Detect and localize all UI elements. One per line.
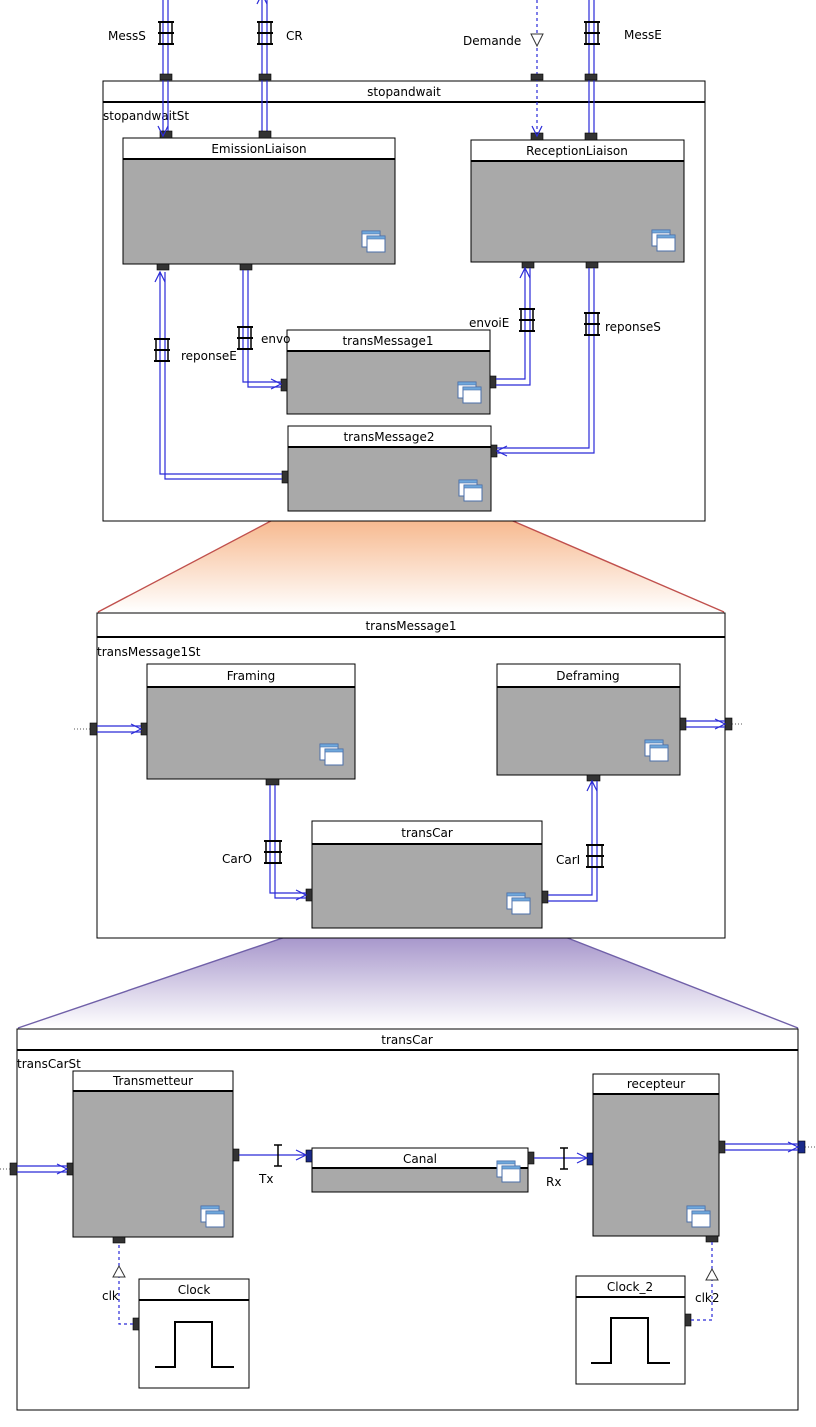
block-deframing[interactable]: Deframing bbox=[496, 663, 687, 782]
block-transmetteur[interactable]: Transmetteur bbox=[66, 1070, 240, 1244]
channel-label-cr: CR bbox=[286, 29, 303, 43]
channel-label-clk2: clk2 bbox=[695, 1291, 720, 1305]
clock-waveform-icon bbox=[591, 1317, 670, 1364]
transmessage1-structure-label: transMessage1St bbox=[97, 645, 201, 659]
channel-label-clk: clk bbox=[102, 1289, 119, 1303]
block-framing[interactable]: Framing bbox=[140, 663, 356, 786]
block-transcar[interactable]: transCar bbox=[305, 820, 549, 929]
block-title-transmessage2: transMessage2 bbox=[343, 430, 434, 444]
channel-label-caro: CarO bbox=[222, 852, 252, 866]
channel-label-envoi: envo bbox=[261, 332, 290, 346]
block-title-emissionliaison: EmissionLiaison bbox=[211, 142, 306, 156]
block-clock-2[interactable]: Clock_2 bbox=[575, 1275, 692, 1385]
channel-label-messs: MessS bbox=[108, 29, 146, 43]
zoom-connector-transmessage1 bbox=[97, 511, 725, 613]
stopandwait-structure-label: stopandwaitSt bbox=[103, 109, 189, 123]
channel-label-demande: Demande bbox=[463, 34, 521, 48]
channel-label-rx: Rx bbox=[546, 1175, 561, 1189]
block-title-framing: Framing bbox=[227, 669, 276, 683]
external-channels: MessS CR Demande MessE bbox=[108, 0, 662, 136]
channel-label-messe: MessE bbox=[624, 28, 662, 42]
block-title-deframing: Deframing bbox=[556, 669, 619, 683]
transcar-internal-channels: Tx Rx clk clk2 bbox=[0, 1141, 816, 1325]
block-transmessage2[interactable]: transMessage2 bbox=[281, 425, 498, 512]
block-title-transcar: transCar bbox=[401, 826, 453, 840]
block-title-canal: Canal bbox=[403, 1152, 437, 1166]
block-receptionliaison[interactable]: ReceptionLiaison bbox=[470, 132, 685, 269]
block-title-transmessage1: transMessage1 bbox=[342, 334, 433, 348]
transmessage1-internal-channels: CarO CarI bbox=[74, 718, 744, 902]
block-title-transmetteur: Transmetteur bbox=[112, 1074, 193, 1088]
clock-waveform-icon bbox=[155, 1321, 234, 1368]
block-title-clock: Clock bbox=[178, 1283, 211, 1297]
stopandwait-frame-title: stopandwait bbox=[367, 85, 441, 99]
channel-label-reponsee: reponseE bbox=[181, 349, 237, 363]
channel-label-cari: CarI bbox=[556, 853, 580, 867]
zoom-connector-transcar bbox=[17, 927, 799, 1029]
block-title-recepteur: recepteur bbox=[627, 1077, 685, 1091]
channel-label-envoie: envoiE bbox=[469, 316, 509, 330]
block-transmessage1[interactable]: transMessage1 bbox=[280, 329, 497, 415]
block-recepteur[interactable]: recepteur bbox=[586, 1073, 726, 1243]
block-clock[interactable]: Clock bbox=[132, 1278, 250, 1389]
block-canal[interactable]: Canal bbox=[305, 1147, 535, 1193]
block-title-clock-2: Clock_2 bbox=[607, 1280, 653, 1294]
transmessage1-frame-title: transMessage1 bbox=[365, 619, 456, 633]
transcar-structure-label: transCarSt bbox=[17, 1057, 81, 1071]
transcar-frame-title: transCar bbox=[381, 1033, 433, 1047]
block-emissionliaison[interactable]: EmissionLiaison bbox=[122, 130, 396, 271]
block-title-receptionliaison: ReceptionLiaison bbox=[526, 144, 628, 158]
channel-label-reponses: reponseS bbox=[605, 320, 661, 334]
channel-label-tx: Tx bbox=[258, 1172, 273, 1186]
stopandwait-internal-channels: reponseE envo envoiE reponseS bbox=[154, 0, 661, 480]
